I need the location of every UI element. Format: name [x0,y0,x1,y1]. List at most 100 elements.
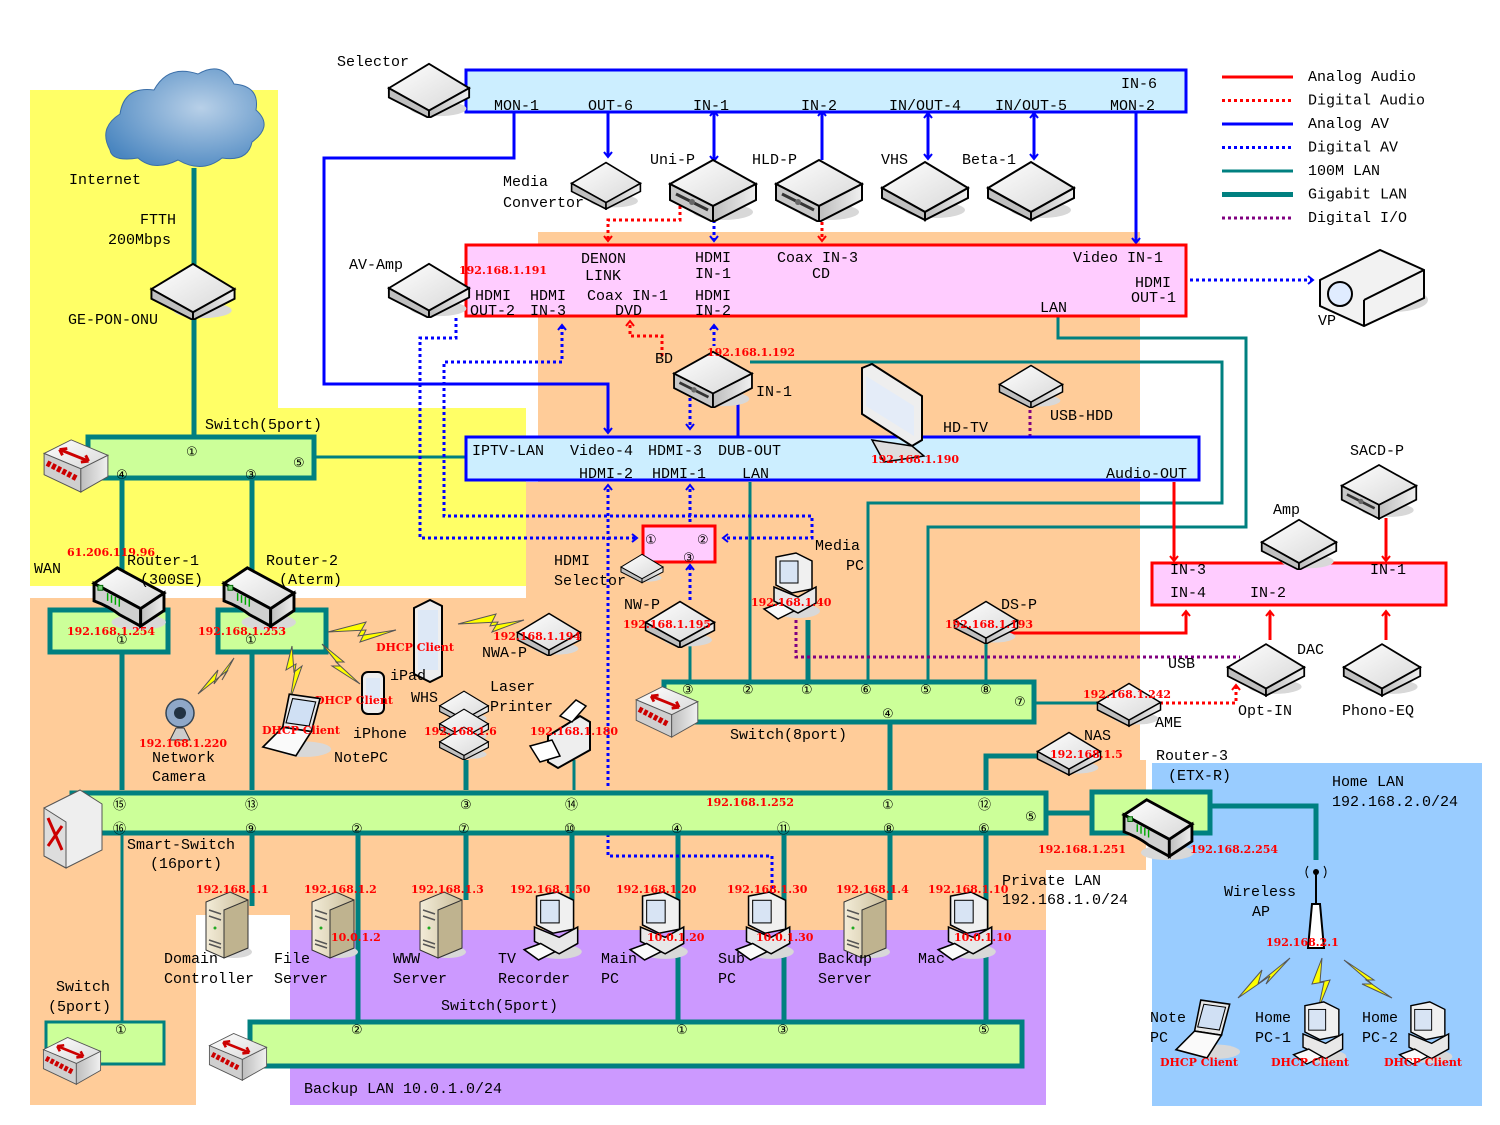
notepc-label: NotePC [334,750,388,767]
switch-5port-left-label-1: Switch [56,979,110,996]
server-backup-ip: 10.0.1.2 [331,931,381,944]
switch-5port-top-port-1: ① [186,445,198,460]
smart-switch-bottom-port: ⑩ [564,822,576,837]
server-label-2: Server [393,971,447,988]
dac-icon[interactable] [1226,643,1306,697]
selector-port-in1: IN-1 [693,98,729,115]
hd-tv-ip: 192.168.1.190 [871,453,959,466]
server-label-1: Backup [818,951,872,968]
av-amp-ip: 192.168.1.191 [459,264,547,277]
server-ip: 192.168.1.1 [196,883,269,896]
beta-1-icon[interactable] [986,160,1076,222]
private-lan-subnet: 192.168.1.0/24 [1002,892,1128,909]
home-pc-1-label-1: Home [1255,1010,1291,1027]
av-amp-panel[interactable] [464,243,1188,318]
tv-port-dub-out: DUB-OUT [718,443,781,460]
nas-label: NAS [1084,728,1111,745]
av-amp-port-hdmi-out2: HDMI [475,288,511,305]
backup-switch-port-1: ① [676,1023,688,1038]
av-amp-port-denon: DENON [581,251,626,268]
smart-switch-bottom-port: ⑨ [245,822,257,837]
server-ip: 192.168.1.50 [510,883,591,896]
av-amp-port-hdmi-out1-b: OUT-1 [1131,290,1176,307]
smart-switch-bottom-port: ④ [671,822,683,837]
switch-8port-label: Switch(8port) [730,727,847,744]
router3-name: Router-3 [1156,748,1228,765]
phono-eq-label: Phono-EQ [1342,703,1414,720]
selector-device-icon[interactable] [387,62,471,118]
backup-zone [290,930,1046,1105]
network-camera-ip: 192.168.1.220 [139,737,227,750]
smart-switch-bottom-port: ⑯ [113,822,126,837]
router1-name: Router-1 [127,553,199,570]
smart-switch-top-port: ⑮ [113,798,126,813]
phono-eq-icon[interactable] [1342,643,1422,697]
av-amp-port-hdmi-in2-b: IN-2 [695,303,731,320]
hd-tv-icon[interactable] [861,362,926,463]
bd-port-in1: IN-1 [756,384,792,401]
switch-5port-top-panel[interactable] [85,434,317,481]
av-amp-label: AV-Amp [349,257,403,274]
smart-switch-label-2: (16port) [150,856,222,873]
router3-lan-ip: 192.168.1.251 [1038,843,1126,856]
home-pc-2-label-2: PC-2 [1362,1030,1398,1047]
av-amp-port-link: LINK [585,268,621,285]
home-pc-1-ip: DHCP Client [1271,1056,1350,1069]
server-backup-ip: 10.0.1.20 [647,931,705,944]
server-icon-2[interactable] [419,891,466,959]
laser-printer-icon[interactable] [528,699,591,770]
selector-port-mon2: MON-2 [1110,98,1155,115]
smart-switch-top-port: ⑭ [565,798,578,813]
ftth-label: FTTH [140,212,176,229]
legend-label-3: Digital AV [1308,140,1398,157]
analog-audio-links [1000,482,1391,640]
ame-label: AME [1155,715,1182,732]
switch-5port-backup-panel[interactable] [247,1019,1025,1069]
projector-icon[interactable] [1319,248,1428,328]
smart-switch-icon[interactable] [43,789,103,869]
home-lan-name: Home LAN [1332,774,1404,791]
amp-port-in3: IN-3 [1170,562,1206,579]
laser-printer-ip: 192.168.1.180 [530,725,618,738]
sacd-p-icon[interactable] [1340,463,1418,520]
digital-audio-links [603,206,1241,705]
whs-label: WHS [411,690,438,707]
av-amp-port-coax-in1: Coax IN-1 [587,288,668,305]
server-ip: 192.168.1.10 [928,883,1009,896]
hdmi-selector-port-3: ③ [683,551,695,566]
hld-p-label: HLD-P [752,152,797,169]
server-label-1: Mac [918,951,945,968]
vhs-icon[interactable] [880,160,970,222]
media-pc-label-1: Media [815,538,860,555]
nwa-p-ip: 192.168.1.194 [493,630,581,643]
home-pc-2-ip: DHCP Client [1384,1056,1463,1069]
server-label-1: Main [601,951,637,968]
server-icon-6[interactable] [843,891,890,959]
ipad-label: iPad [390,668,426,685]
wireless-ap-icon[interactable] [1305,865,1327,949]
iphone-label: iPhone [353,726,407,743]
iphone-icon[interactable] [361,671,385,715]
selector-panel[interactable] [464,68,1188,114]
router1-model: (300SE) [140,572,203,589]
router1-wan-ip: 61.206.119.96 [67,546,155,559]
vp-label: VP [1318,313,1336,330]
uni-p-icon[interactable] [668,158,758,222]
server-label-2: Server [274,971,328,988]
dac-opt-in-label: Opt-IN [1238,703,1292,720]
switch-8port-port: ⑦ [1014,695,1026,710]
ipad-icon[interactable] [413,598,443,684]
hld-p-icon[interactable] [774,158,864,222]
switch-8port-panel[interactable] [661,679,1037,725]
selector-port-in2: IN-2 [801,98,837,115]
server-icon-1[interactable] [311,891,358,959]
smart-switch-top-port: ⑫ [978,798,991,813]
server-icon-0[interactable] [205,891,252,959]
home-pc-1-label-2: PC-1 [1255,1030,1291,1047]
hdmi-selector-panel[interactable] [641,524,717,564]
digital-io-links [794,404,1240,659]
hd-tv-panel[interactable] [464,435,1201,482]
network-camera-icon[interactable] [165,698,195,741]
smart-switch-side-port: ⑤ [1025,810,1037,825]
smart-switch-panel[interactable] [69,790,1049,836]
